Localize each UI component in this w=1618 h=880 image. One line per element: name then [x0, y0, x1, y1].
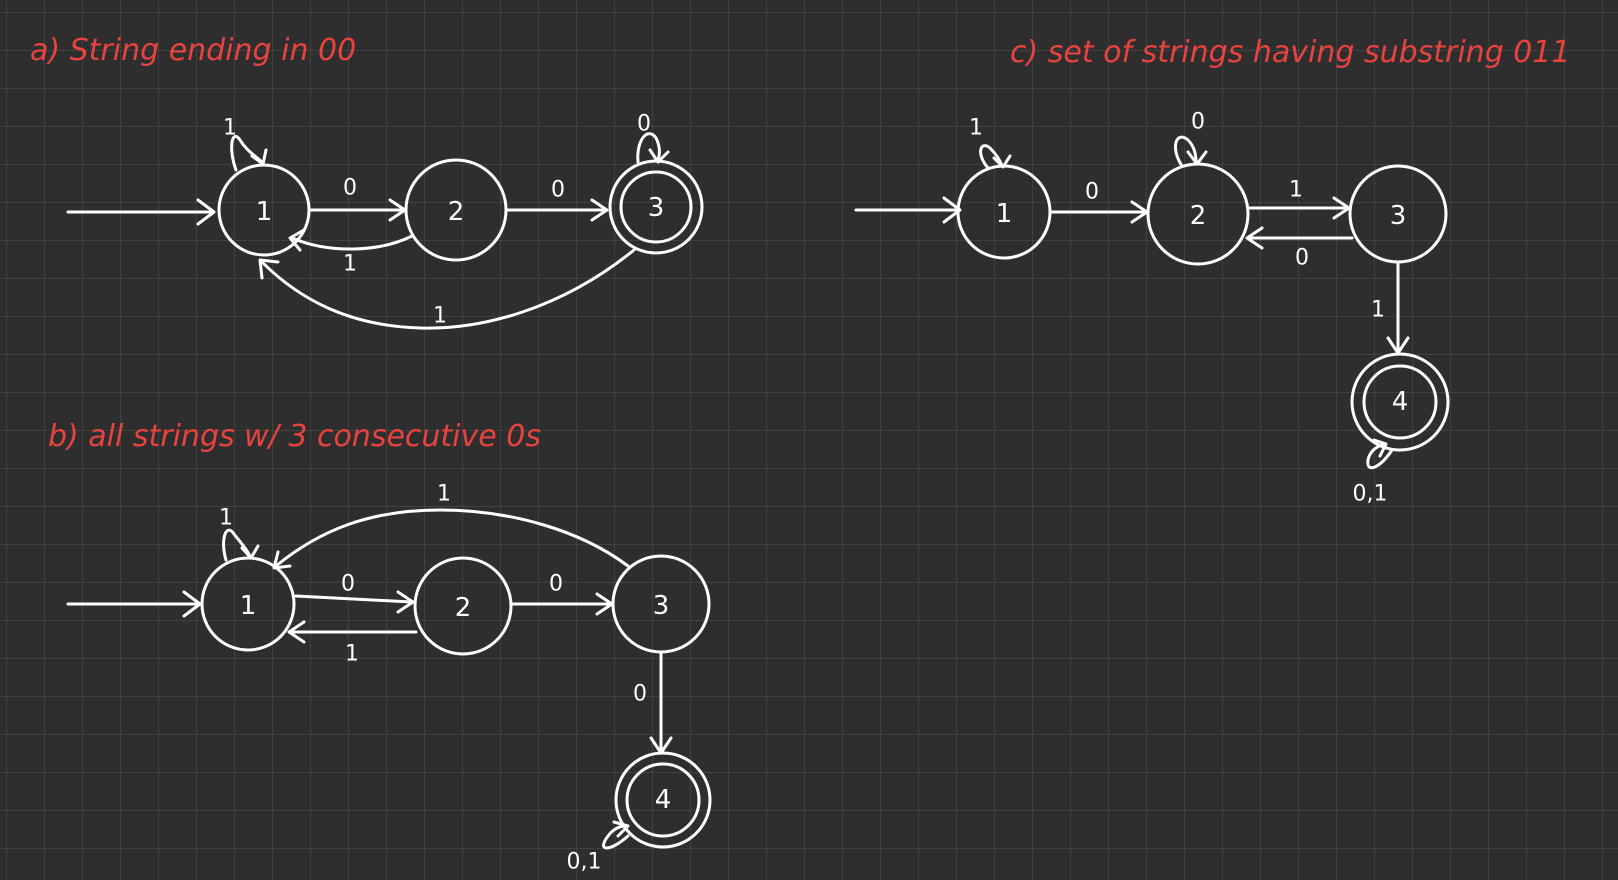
diagram-b-edge-1-2-label: 0	[341, 572, 355, 597]
diagram-c-s1-loop-label: 1	[969, 116, 983, 141]
diagram-a-edge-3-1-label: 1	[433, 304, 447, 329]
diagram-b-edge-3-4-label: 0	[633, 682, 647, 707]
diagram-c-state-4-label: 4	[1392, 387, 1409, 417]
diagram-b-state-1-label: 1	[240, 591, 257, 621]
diagram-b-state-2	[413, 556, 513, 656]
diagram-c-start-arrowhead	[942, 196, 962, 224]
diagram-c-s1-loop	[979, 144, 1004, 170]
diagram-a-state-2-label: 2	[448, 197, 465, 227]
diagram-b-start-arrowhead	[182, 590, 202, 618]
diagram-c-s2-loop-arrowhead	[1186, 150, 1208, 166]
diagram-c-state-4-accept-ring	[1362, 364, 1438, 440]
diagram-a-edge-2-1-label: 1	[343, 252, 357, 277]
diagram-c-state-4	[1350, 352, 1450, 452]
diagram-a-state-1-label: 1	[256, 197, 273, 227]
diagram-c-s2-loop	[1173, 135, 1198, 168]
diagram-b-state-3-label: 3	[653, 591, 670, 621]
diagram-a-s1-loop	[230, 135, 264, 172]
diagram-b-s1-loop-arrowhead	[240, 544, 260, 560]
diagram-b-edge-3-4-arrowhead	[649, 736, 673, 755]
diagram-c-edge-3-4-arrowhead	[1386, 336, 1410, 355]
diagram-b-s4-loop-label: 0,1	[567, 850, 602, 875]
diagram-a-title: a) String ending in 00	[30, 33, 356, 68]
diagram-c-edge-2-3-arrowhead	[1332, 196, 1351, 220]
diagram-c-s4-loop-label: 0,1	[1353, 482, 1388, 507]
diagram-a-edge-1-2-label: 0	[343, 176, 357, 201]
diagram-c-s2-loop-label: 0	[1191, 110, 1205, 135]
diagram-b-s4-loop	[602, 824, 630, 850]
diagram-b-state-4-accept-ring	[625, 762, 701, 838]
diagram-b-edge-3-1	[274, 508, 630, 568]
diagram-a-edge-1-2-arrowhead	[388, 198, 407, 222]
diagram-b: b) all strings w/ 3 consecutive 0s 1 2 3…	[48, 419, 712, 875]
diagram-a-edge-3-1-arrowhead	[258, 258, 280, 280]
diagram-a-edge-2-3-arrowhead	[590, 198, 609, 222]
diagram-c-edge-2-3-label: 1	[1289, 178, 1303, 203]
diagram-a-s1-loop-label: 1	[223, 116, 237, 141]
diagram-c-edge-3-2-label: 0	[1295, 246, 1309, 271]
diagram-b-s1-loop	[222, 528, 252, 562]
diagram-a-s1-loop-arrowhead	[250, 148, 268, 166]
diagram-b-edge-1-2	[294, 594, 414, 604]
diagram-c-state-2-label: 2	[1190, 201, 1207, 231]
diagram-b-state-1	[200, 556, 296, 652]
diagram-a-edge-2-1-arrowhead	[288, 228, 306, 252]
diagram-b-edge-1-2-arrowhead	[396, 590, 415, 614]
diagram-a-edge-2-3-label: 0	[551, 178, 565, 203]
diagram-b-state-2-label: 2	[455, 593, 472, 623]
diagram-c-edge-3-4-label: 1	[1371, 298, 1385, 323]
diagram-c-edge-1-2-label: 0	[1085, 180, 1099, 205]
diagram-a-state-3-accept-ring	[619, 170, 693, 244]
diagram-b-title: b) all strings w/ 3 consecutive 0s	[48, 419, 541, 454]
diagram-a: a) String ending in 00 1 2 3 1 0 1 0	[30, 33, 704, 330]
diagram-a-s3-loop-arrowhead	[648, 148, 670, 164]
diagram-a-edge-3-1	[260, 248, 636, 330]
diagram-c-title: c) set of strings having substring 011	[1010, 35, 1571, 70]
diagram-b-edge-2-1-label: 1	[345, 642, 359, 667]
diagram-c: c) set of strings having substring 011 1…	[854, 35, 1571, 507]
diagram-a-state-3-label: 3	[648, 193, 665, 223]
diagram-c-edge-1-2-arrowhead	[1130, 200, 1149, 224]
diagram-b-edge-3-1-arrowhead	[272, 550, 292, 570]
diagram-c-state-3-label: 3	[1390, 201, 1407, 231]
diagram-a-s3-loop	[636, 132, 661, 164]
diagram-c-s4-loop-arrowhead	[1372, 438, 1388, 458]
diagram-b-state-4	[614, 751, 712, 849]
diagram-b-s1-loop-label: 1	[219, 506, 233, 531]
diagram-a-start-arrowhead	[196, 198, 216, 226]
diagram-b-s4-loop-arrowhead	[612, 820, 630, 838]
diagram-b-edge-3-1-label: 1	[437, 482, 451, 507]
diagram-b-edge-2-3-arrowhead	[595, 592, 614, 616]
diagram-a-edge-2-1	[290, 234, 414, 251]
diagram-b-state-4-label: 4	[655, 785, 672, 815]
diagram-c-state-1-label: 1	[996, 199, 1013, 229]
diagram-c-edge-3-2-arrowhead	[1245, 226, 1264, 250]
diagram-c-s1-loop-arrowhead	[992, 154, 1012, 169]
diagram-c-s4-loop	[1366, 442, 1394, 470]
diagram-b-edge-2-1-arrowhead	[287, 620, 306, 644]
diagram-b-edge-2-3-label: 0	[549, 572, 563, 597]
diagram-a-s3-loop-label: 0	[637, 112, 651, 137]
